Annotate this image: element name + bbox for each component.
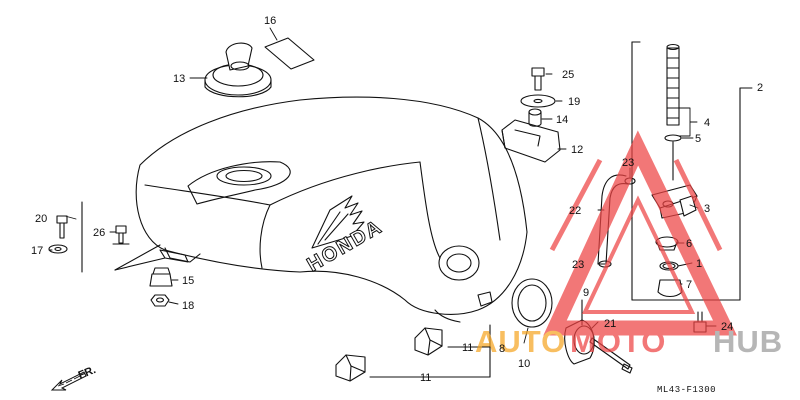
callout-13: 13 xyxy=(173,73,185,85)
automotohub-watermark: AUTO MOTO HUB xyxy=(475,130,783,359)
fuel-gauge-unit-9 xyxy=(564,299,633,374)
callout-1: 1 xyxy=(696,258,702,270)
cushion-11-lower xyxy=(335,354,366,382)
callout-23-upper: 23 xyxy=(622,157,634,169)
callout-11-lower: 11 xyxy=(420,372,431,384)
callout-8: 8 xyxy=(499,343,505,355)
fuel-gauge-gasket-10 xyxy=(511,278,553,328)
callout-3: 3 xyxy=(704,203,710,215)
honda-tank-logo-text: HONDA xyxy=(304,216,387,277)
callout-26: 26 xyxy=(93,227,105,239)
callout-20: 20 xyxy=(35,213,47,225)
callout-4: 4 xyxy=(704,117,710,129)
callout-bracket-8-11 xyxy=(369,324,491,378)
callout-23-lower: 23 xyxy=(572,259,584,271)
nut-18 xyxy=(150,294,170,307)
bolt-20 xyxy=(56,215,68,239)
callout-15: 15 xyxy=(182,275,194,287)
callout-14: 14 xyxy=(556,114,568,126)
callout-6: 6 xyxy=(686,238,692,250)
cap-seal-sticker xyxy=(264,37,315,70)
front-direction-label: FR. xyxy=(77,364,98,382)
fuel-tank xyxy=(135,96,528,323)
callout-7: 7 xyxy=(686,279,692,291)
diagram-code: ML43-F1300 xyxy=(657,385,716,395)
callout-18: 18 xyxy=(182,300,194,312)
fuel-cap-assembly xyxy=(204,42,272,98)
callout-22: 22 xyxy=(569,205,581,217)
o-ring-5 xyxy=(664,134,682,142)
watermark-text-moto: MOTO xyxy=(570,324,666,359)
callout-21: 21 xyxy=(604,318,616,330)
fuel-strainer-4 xyxy=(666,43,680,126)
callout-5: 5 xyxy=(695,133,701,145)
washer-17 xyxy=(48,244,68,254)
callout-2: 2 xyxy=(757,82,763,94)
front-direction-arrow: FR. xyxy=(50,364,98,391)
callout-9: 9 xyxy=(583,287,589,299)
callout-12: 12 xyxy=(571,144,583,156)
bolt-25 xyxy=(531,67,545,91)
watermark-text-hub: HUB xyxy=(713,324,783,359)
callout-labels: 16 13 25 19 14 12 2 4 5 3 6 1 7 23 22 23… xyxy=(31,15,763,384)
rubber-mount-15 xyxy=(149,267,173,287)
callout-16: 16 xyxy=(264,15,276,27)
callout-19: 19 xyxy=(568,96,580,108)
callout-24: 24 xyxy=(721,321,733,333)
collar-14 xyxy=(528,108,542,127)
washer-19 xyxy=(520,94,556,108)
callout-25: 25 xyxy=(562,69,574,81)
callout-10: 10 xyxy=(518,358,530,370)
cushion-11-upper xyxy=(414,327,443,356)
tank-bracket xyxy=(114,244,189,271)
honda-wing-emblem xyxy=(311,195,365,249)
watermark-text-auto: AUTO xyxy=(475,324,566,359)
callout-11-upper: 11 xyxy=(462,342,473,354)
bolt-26 xyxy=(112,225,130,245)
callout-17: 17 xyxy=(31,245,43,257)
bracket-12 xyxy=(501,119,561,163)
